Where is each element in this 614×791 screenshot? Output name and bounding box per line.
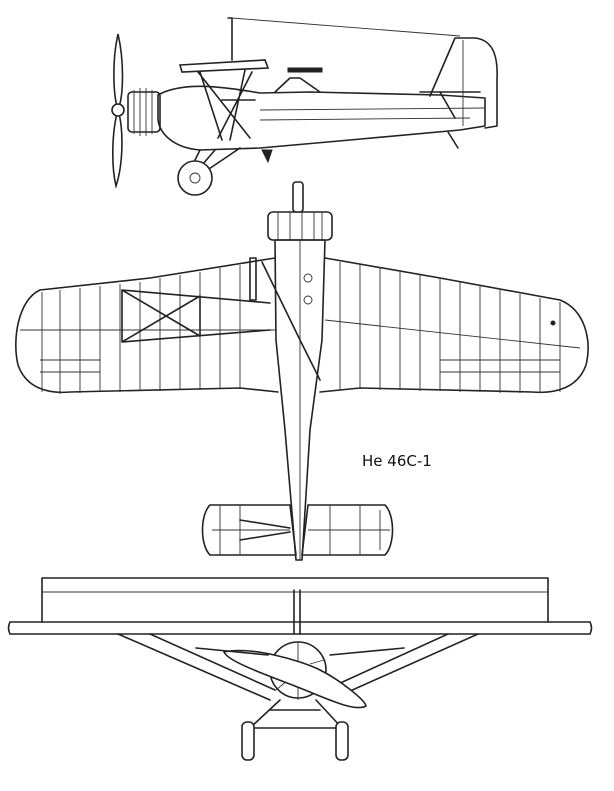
- plan-right-wing: [319, 257, 589, 394]
- side-view: [111, 17, 498, 196]
- plan-engine: [267, 181, 333, 241]
- plan-propeller-hub: [292, 181, 304, 213]
- front-propeller: [222, 649, 367, 709]
- side-tailplane: [419, 91, 481, 119]
- front-view: [7, 577, 593, 761]
- side-antenna-mast: [227, 17, 233, 61]
- front-lower-wing: [195, 647, 405, 656]
- plan-left-wing: [15, 257, 279, 394]
- plan-left-wing-ribs: [41, 265, 241, 394]
- front-gear-struts: [249, 699, 343, 729]
- aircraft-label: He 46C-1: [362, 452, 432, 470]
- plan-right-tailplane: [301, 504, 394, 556]
- plan-cabane: [249, 257, 321, 381]
- plan-left-tailplane: [201, 504, 297, 556]
- side-machine-gun: [287, 67, 323, 73]
- front-antenna: [293, 589, 301, 635]
- side-tail-skid: [447, 131, 459, 149]
- side-wing-struts: [197, 69, 256, 141]
- plan-left-bracing: [121, 289, 271, 343]
- side-main-wheel: [177, 160, 213, 196]
- plan-view: [15, 181, 589, 561]
- side-bomb: [261, 149, 273, 164]
- side-propeller-blade-bottom: [112, 107, 123, 189]
- front-wing-struts: [117, 633, 479, 701]
- side-fuselage: [157, 85, 486, 151]
- side-fin-rudder: [429, 37, 498, 129]
- side-upper-wing: [178, 59, 270, 73]
- front-left-wheel: [241, 721, 255, 761]
- front-right-wheel: [335, 721, 349, 761]
- side-cockpit: [274, 77, 321, 93]
- side-spinner: [111, 103, 125, 117]
- side-propeller-blade-top: [113, 33, 124, 113]
- side-engine: [127, 88, 161, 136]
- front-wing-frame: [41, 577, 549, 623]
- plan-right-wing-ribs: [339, 262, 561, 393]
- plan-fuselage: [274, 239, 326, 561]
- plan-tail-bracing: [239, 519, 291, 541]
